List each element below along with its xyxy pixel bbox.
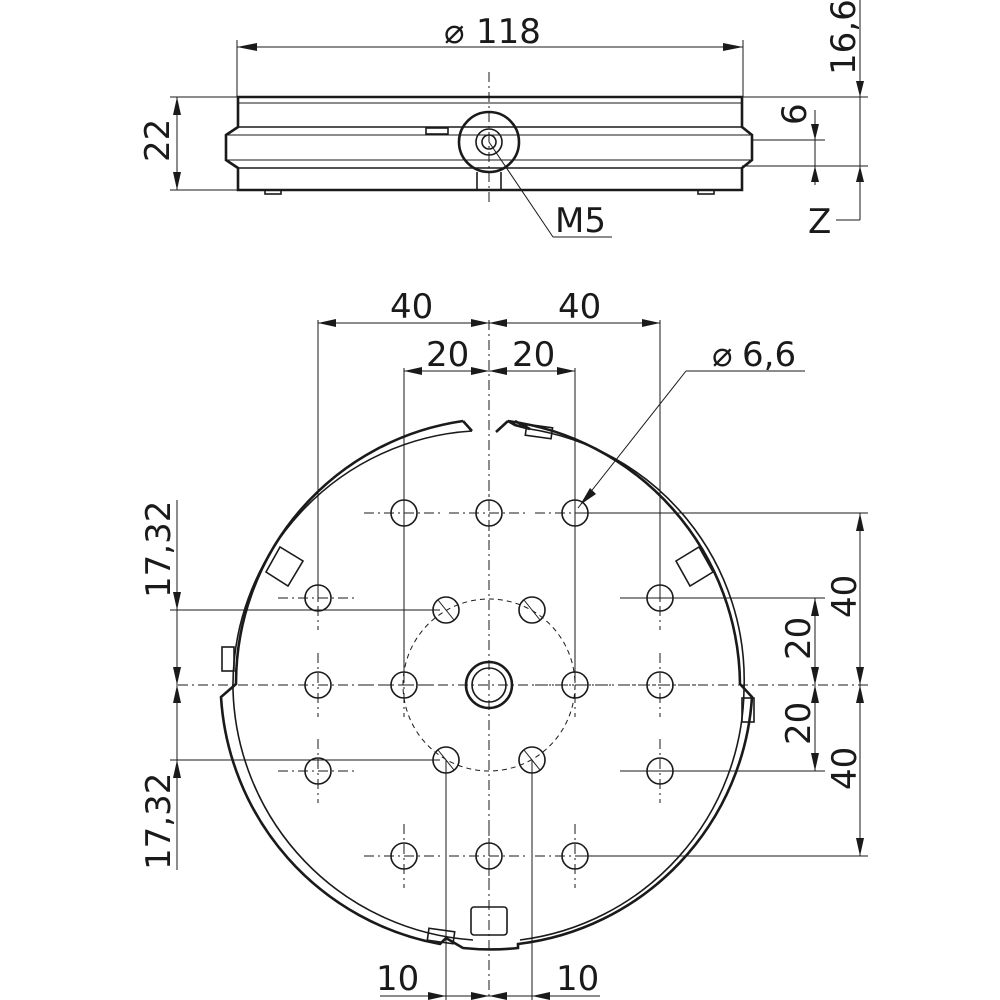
grid-hole — [646, 671, 674, 699]
dim-6-arrow-bottom — [811, 166, 819, 182]
lug-upper-right — [674, 545, 715, 588]
dim-bot-right-label: 10 — [556, 959, 599, 999]
dim-118-label: 118 — [476, 12, 541, 52]
side-foot-right — [697, 189, 715, 195]
dim-top20-arrow-l — [404, 367, 422, 375]
dim-bot-a1 — [428, 992, 446, 1000]
m5-leader-diag — [488, 141, 554, 238]
dim-22-label: 22 — [138, 119, 178, 162]
dim-r-a2 — [856, 667, 864, 685]
center-boss-outer — [464, 660, 514, 710]
dim-top20-left-label: 20 — [426, 335, 469, 375]
grid-hole — [475, 842, 503, 870]
dim-top20-right-label: 20 — [512, 335, 555, 375]
dim-6-label: 6 — [775, 103, 815, 125]
dim-166-arrow-bottom — [856, 166, 864, 182]
dim-left-lower-label: 17,32 — [139, 773, 179, 870]
dim-top40-arrow-ml — [471, 319, 489, 327]
dim-118-symbol: ⌀ — [444, 12, 464, 52]
dim-6-arrow-top — [811, 124, 819, 140]
top-view — [178, 320, 868, 1000]
dim-bot-a3 — [489, 992, 507, 1000]
dim-left-arrow-1 — [173, 592, 181, 610]
top-dimensions: 40 40 20 20 ⌀ 6,6 17,32 17,32 — [139, 287, 868, 1000]
dim-r-a7 — [811, 685, 819, 703]
pin-marker-right — [741, 697, 755, 723]
dim-118-arrow-left — [237, 43, 257, 51]
hole-leader-arrow — [580, 488, 596, 505]
plate-inner-rim — [232, 428, 745, 941]
dim-top20-arrow-mr — [489, 367, 507, 375]
dim-22-arrow-bottom — [173, 172, 181, 190]
dim-right-upper-40-label: 40 — [825, 575, 865, 618]
dim-bot-left-label: 10 — [376, 959, 419, 999]
dim-166-arrow-top — [856, 81, 864, 97]
side-dimensions: ⌀ 118 22 6 16,6 Z M5 — [138, 0, 868, 242]
dim-bot-a2 — [471, 992, 489, 1000]
side-view — [224, 72, 754, 205]
grid-hole — [475, 499, 503, 527]
side-pin-marker — [425, 127, 449, 135]
dim-top20-arrow-ml — [471, 367, 489, 375]
dim-left-arrow-3 — [173, 685, 181, 703]
grid-hole — [304, 671, 332, 699]
pin-marker-bottom — [426, 927, 456, 945]
center-boss-inner — [471, 667, 507, 703]
lug-upper-left — [264, 545, 305, 588]
plate-outer-outline — [219, 419, 754, 951]
dim-bot-a4 — [532, 992, 550, 1000]
dim-top40-arrow-r — [642, 319, 660, 327]
m5-label: M5 — [555, 201, 606, 241]
side-boss-bottom-notch — [476, 172, 502, 191]
dim-right-lower-40-label: 40 — [825, 747, 865, 790]
dim-top40-arrow-mr — [489, 319, 507, 327]
bolt-hole-diagonal — [437, 599, 455, 621]
dim-118-arrow-right — [723, 43, 743, 51]
grid-hole — [390, 842, 418, 870]
grid-hole — [304, 757, 332, 785]
hole-dia-label: 6,6 — [742, 335, 796, 375]
dim-r-a8 — [811, 753, 819, 771]
dim-r-a6 — [811, 667, 819, 685]
dim-right-upper-20-label: 20 — [779, 617, 819, 660]
dim-top40-left-label: 40 — [390, 287, 433, 327]
dim-top40-right-label: 40 — [558, 287, 601, 327]
dim-r-a1 — [856, 513, 864, 531]
dim-22-arrow-top — [173, 97, 181, 115]
dim-left-arrow-2 — [173, 667, 181, 685]
z-label: Z — [808, 202, 831, 242]
dim-r-a5 — [811, 598, 819, 616]
dim-top40-arrow-l — [318, 319, 336, 327]
dim-166-label: 16,6 — [824, 0, 864, 75]
dim-top20-arrow-r — [557, 367, 575, 375]
bolt-hole — [518, 596, 546, 624]
bolt-hole-diagonal — [523, 599, 541, 621]
dim-left-upper-label: 17,32 — [139, 501, 179, 598]
dim-r-a4 — [856, 838, 864, 856]
dim-r-a3 — [856, 685, 864, 703]
dim-right-lower-20-label: 20 — [779, 702, 819, 745]
side-foot-left — [264, 189, 282, 195]
hole-leader-diag — [577, 370, 687, 509]
pin-marker-top — [524, 423, 554, 440]
pin-marker-left — [221, 646, 235, 672]
dim-left-arrow-4 — [173, 760, 181, 778]
hole-dia-symbol: ⌀ — [712, 335, 732, 375]
